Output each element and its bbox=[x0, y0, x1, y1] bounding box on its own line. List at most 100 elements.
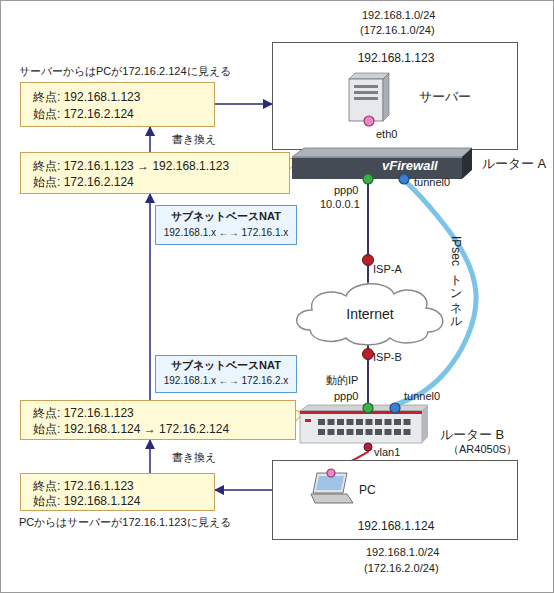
drive-slot bbox=[354, 97, 378, 100]
connector bbox=[149, 127, 151, 152]
router: vFirewallルーター A bbox=[292, 148, 472, 180]
address-line: 終点: 192.168.1.123 bbox=[33, 90, 140, 105]
interface-name: ppp0 bbox=[334, 184, 358, 198]
connector bbox=[215, 103, 272, 105]
lan-port bbox=[404, 419, 411, 425]
lan-port bbox=[356, 429, 363, 435]
router-stripe bbox=[300, 411, 422, 414]
lan-port bbox=[347, 429, 354, 435]
router-side bbox=[422, 405, 428, 443]
isp-name: ISP-A bbox=[373, 263, 402, 277]
step-note: 書き換え bbox=[172, 133, 216, 147]
connector bbox=[149, 440, 151, 473]
lan-port bbox=[375, 419, 382, 425]
connector bbox=[367, 180, 369, 254]
address-line: 終点: 172.16.1.123 bbox=[33, 479, 134, 494]
router-side bbox=[462, 148, 472, 179]
packet-callout: 終点: 172.16.1.123 → 192.168.1.123始点: 172.… bbox=[20, 152, 290, 194]
address-line: 始点: 172.16.2.124 bbox=[33, 107, 134, 122]
product-logo: vFirewall bbox=[382, 158, 438, 174]
lan-port bbox=[318, 419, 325, 425]
interface-port bbox=[363, 174, 373, 184]
interface-name: tunnel0 bbox=[414, 176, 450, 190]
isp-point: ISP-B bbox=[362, 348, 374, 360]
ip-address: 10.0.0.1 bbox=[320, 198, 360, 212]
device-name: PC bbox=[359, 483, 376, 498]
lan-port bbox=[328, 419, 335, 425]
address-line: 終点: 172.16.1.123 → 192.168.1.123 bbox=[33, 159, 229, 174]
address-line: 終点: 172.16.1.123 bbox=[33, 406, 134, 421]
router: ルーター B（AR4050S） bbox=[300, 405, 428, 443]
interface-port bbox=[363, 403, 373, 413]
lan-port bbox=[356, 419, 363, 425]
host-address: 192.168.1.123 bbox=[273, 51, 519, 66]
nat-box: サブネットベースNAT192.168.1.x ←→ 172.16.2.x bbox=[155, 355, 297, 393]
packet-callout: 終点: 172.16.1.123始点: 192.168.1.124 → 172.… bbox=[20, 400, 296, 440]
interface-port bbox=[364, 116, 374, 126]
lan-port bbox=[337, 419, 344, 425]
router-edge bbox=[292, 157, 462, 158]
connector bbox=[149, 194, 151, 400]
interface-name: tunnel0 bbox=[404, 390, 440, 404]
connector bbox=[367, 360, 369, 405]
step-note: 書き換え bbox=[172, 451, 216, 465]
router-front bbox=[300, 411, 422, 443]
interface-port bbox=[327, 469, 335, 477]
nat-title: サブネットベースNAT bbox=[156, 359, 296, 373]
callout-heading: サーバーからはPCが172.16.2.124に見える bbox=[19, 65, 231, 79]
nat-mapping: 192.168.1.x ←→ 172.16.1.x bbox=[156, 227, 296, 240]
address-line: 始点: 192.168.1.124 bbox=[33, 494, 140, 509]
power-led bbox=[305, 419, 311, 422]
nat-title: サブネットベースNAT bbox=[156, 210, 296, 224]
address-note: 動的IP bbox=[326, 374, 358, 388]
lan-port bbox=[337, 429, 344, 435]
interface-name: vlan1 bbox=[374, 446, 400, 460]
laptop-base bbox=[311, 494, 353, 503]
isp-name: ISP-B bbox=[373, 351, 402, 365]
interface-name: eth0 bbox=[376, 128, 397, 142]
nat-box: サブネットベースNAT 192.168.1.x ←→ 172.16.1.x bbox=[155, 205, 297, 245]
address-line: 始点: 192.168.1.124 → 172.16.2.124 bbox=[33, 422, 229, 437]
interface-port bbox=[390, 403, 400, 413]
router-icon bbox=[300, 405, 428, 443]
lan-port bbox=[385, 419, 392, 425]
pc: PC bbox=[309, 473, 353, 507]
subnet-label: (172.16.1.0/24) bbox=[360, 24, 435, 38]
server-front bbox=[349, 79, 383, 121]
interface-port bbox=[399, 174, 409, 184]
lan-port bbox=[347, 419, 354, 425]
interface-port bbox=[364, 443, 372, 451]
lan-port bbox=[394, 419, 401, 425]
address-line: 始点: 172.16.2.124 bbox=[33, 175, 134, 190]
internet-cloud: Internet bbox=[290, 282, 450, 346]
host-address: 192.168.1.124 bbox=[273, 519, 519, 534]
server: サーバー bbox=[349, 73, 389, 123]
isp-point: ISP-A bbox=[362, 254, 374, 266]
drive-slot bbox=[354, 91, 378, 94]
cloud-name: Internet bbox=[290, 306, 450, 324]
server-top bbox=[349, 73, 389, 79]
lan-port bbox=[404, 429, 411, 435]
drive-slot bbox=[354, 85, 378, 88]
packet-callout: サーバーからはPCが172.16.2.124に見える終点: 192.168.1.… bbox=[20, 82, 215, 127]
router-top bbox=[292, 148, 472, 157]
lan-port bbox=[394, 429, 401, 435]
subnet-label: 192.168.1.0/24 bbox=[362, 9, 435, 23]
model-name: （AR4050S） bbox=[448, 443, 517, 457]
lan-port bbox=[328, 429, 335, 435]
router-front bbox=[292, 157, 462, 179]
subnet-label: (172.16.2.0/24) bbox=[364, 562, 439, 576]
laptop-icon bbox=[309, 473, 353, 507]
lan-port bbox=[375, 429, 382, 435]
device-name: サーバー bbox=[419, 89, 471, 105]
lan-port bbox=[366, 419, 373, 425]
lan-port bbox=[318, 429, 325, 435]
interface-name: ppp0 bbox=[334, 390, 358, 404]
laptop-display bbox=[316, 476, 344, 490]
server-side bbox=[383, 73, 389, 121]
device-name: ルーター B bbox=[440, 427, 504, 443]
connector bbox=[367, 266, 369, 282]
